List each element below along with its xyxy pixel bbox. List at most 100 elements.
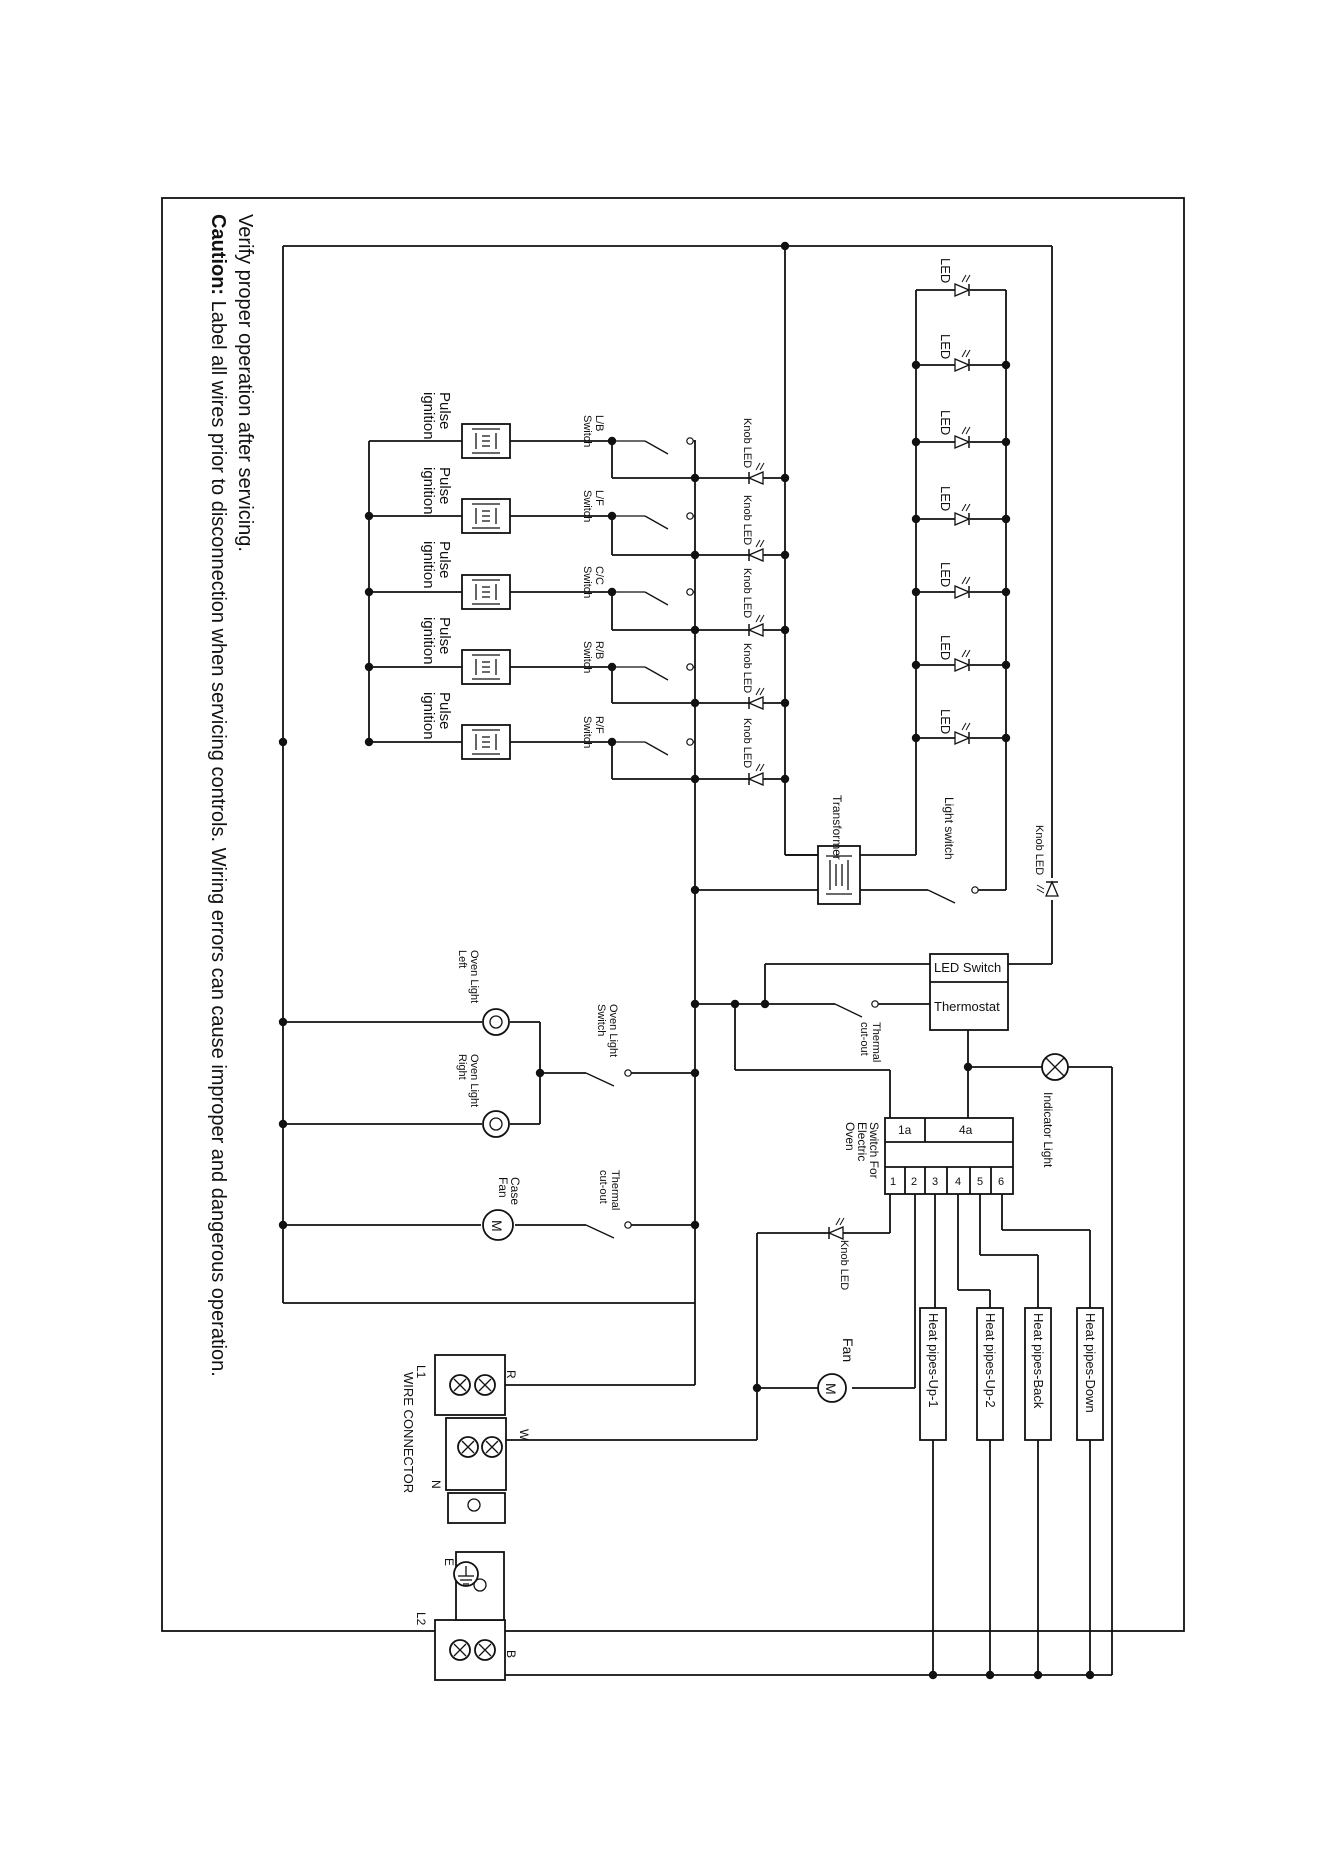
led-label-2: LED (938, 334, 953, 359)
junction-dot-39 (730, 999, 740, 1009)
burner-ign-label-4a: Pulse (436, 617, 453, 655)
burner-switch-label-1a: L/B (593, 415, 605, 432)
terminal-n-label: N (429, 1480, 443, 1489)
burner-led-label-3: Knob LED (741, 568, 753, 618)
junction-dot-5 (780, 698, 790, 708)
transformer-label: Transformer (830, 795, 844, 860)
oven-light-switch-label-1: Oven Light (607, 1004, 619, 1057)
burner-ign-label-5b: ignition (420, 692, 437, 740)
indicator-light-label: Indicator Light (1041, 1092, 1055, 1168)
junction-dot-10 (690, 698, 700, 708)
junction-dot-35 (911, 660, 921, 670)
burner-led-label-5: Knob LED (741, 718, 753, 768)
case-fan-thermal-label-1: Thermal (609, 1170, 621, 1210)
knob-led-diode-2-rays (755, 539, 765, 548)
knob-led-diode-lower-body (827, 1226, 844, 1240)
oven-switch-block (756, 1117, 1091, 1389)
junction-dot-30 (1001, 733, 1011, 743)
burner-led-label-4: Knob LED (741, 643, 753, 693)
knob-led-diode-2-body (747, 548, 764, 562)
oven-switch-label-1: Switch For (867, 1122, 881, 1179)
junction-dot-19 (364, 662, 374, 672)
caution-line-1: Label all wires prior to disconnection w… (207, 295, 229, 1377)
junction-dot-15 (607, 662, 617, 672)
junction-dot-32 (911, 437, 921, 447)
junction-dot-7 (690, 473, 700, 483)
led-label-6: LED (938, 635, 953, 660)
knob-led-diode-5-rays (755, 763, 765, 772)
junction-dot-43 (690, 1068, 700, 1078)
led-symbols (747, 274, 1059, 1240)
earth-drawn-icon (453, 1561, 479, 1587)
burner-ign-label-2a: Pulse (436, 467, 453, 505)
knob-led-diode-top-rays (1036, 884, 1045, 894)
led-label-4: LED (938, 486, 953, 511)
led-diode-6 (954, 649, 971, 672)
light-switch-label: Light switch (942, 797, 956, 860)
oven-light-left-label-1: Oven Light (468, 950, 480, 1003)
oven-light-right-icon (482, 1110, 510, 1138)
oven-light-right-label-2: Right (456, 1054, 468, 1080)
heat-pipe-label-2: Heat pipes-Up-2 (983, 1313, 998, 1408)
junction-dot-8 (690, 550, 700, 560)
knob-led-diode-1 (747, 462, 765, 485)
wire-connector-label: WIRE CONNECTOR (401, 1372, 416, 1493)
burner-ign-label-3b: ignition (420, 541, 437, 589)
open-contact-6 (971, 886, 979, 894)
led-diode-5-rays (961, 576, 971, 585)
open-contact-4 (686, 663, 694, 671)
oven-switch-pin-1: 1 (890, 1176, 896, 1188)
fan-label: Fan (840, 1338, 856, 1362)
junction-dot-20 (364, 737, 374, 747)
burner-ign-label-3a: Pulse (436, 541, 453, 579)
caution-bold: Caution: (207, 214, 229, 295)
knob-led-diode-4 (747, 687, 765, 710)
knob-led-diode-5-body (747, 772, 764, 786)
knob-led-label-lower: Knob LED (838, 1240, 850, 1290)
oven-light-left-icon (482, 1008, 510, 1036)
burner-switch-label-4a: R/B (593, 641, 605, 659)
junction-dot-29 (1001, 660, 1011, 670)
fan-motor-glyph: M (823, 1383, 839, 1395)
led-diode-6-rays (961, 649, 971, 658)
burner-switch-label-2a: L/F (593, 490, 605, 506)
case-fan-motor-icon (482, 1209, 514, 1241)
junction-dot-26 (1001, 437, 1011, 447)
oven-light-switch-label-2: Switch (595, 1004, 607, 1036)
burner-switch-label-5a: R/F (593, 716, 605, 734)
knob-led-diode-4-body (747, 696, 764, 710)
junction-dot-6 (780, 774, 790, 784)
terminal-b-label: B (504, 1650, 518, 1658)
earth-label: E (442, 1558, 456, 1566)
thermal-cutout-label-2: cut-out (858, 1022, 870, 1056)
junction-dot-4 (780, 625, 790, 635)
junction-dot-22 (278, 1017, 288, 1027)
knob-led-diode-lower-rays (835, 1217, 845, 1226)
led-label-1: LED (938, 258, 953, 283)
caution-note: Caution: Label all wires prior to discon… (207, 214, 256, 1377)
burner-led-label-2: Knob LED (741, 495, 753, 545)
junction-dot-13 (607, 511, 617, 521)
junction-dot-41 (963, 1062, 973, 1072)
led-label-7: LED (938, 709, 953, 734)
heat-pipe-label-4: Heat pipes-Down (1083, 1313, 1098, 1413)
led-diode-7 (954, 722, 971, 745)
junction-dot-42 (535, 1068, 545, 1078)
led-diode-3 (954, 426, 971, 449)
burner-switch-label-3a: C/C (593, 566, 605, 585)
case-fan-label-2: Fan (496, 1177, 510, 1198)
knob-led-diode-top-body (1045, 880, 1059, 897)
burner-ign-label-1a: Pulse (436, 392, 453, 430)
led-diode-2-body (954, 358, 971, 372)
junction-dot-40 (760, 999, 770, 1009)
junction-dot-36 (911, 733, 921, 743)
led-diode-3-body (954, 435, 971, 449)
junction-dot-37 (690, 885, 700, 895)
junction-dot-46 (928, 1670, 938, 1680)
led-label-3: LED (938, 410, 953, 435)
knob-led-diode-2 (747, 539, 765, 562)
terminal-w-label: W (517, 1429, 531, 1441)
junction-dot-24 (278, 1220, 288, 1230)
junction-dot-12 (607, 436, 617, 446)
terminal-l2-label: L2 (414, 1612, 428, 1626)
